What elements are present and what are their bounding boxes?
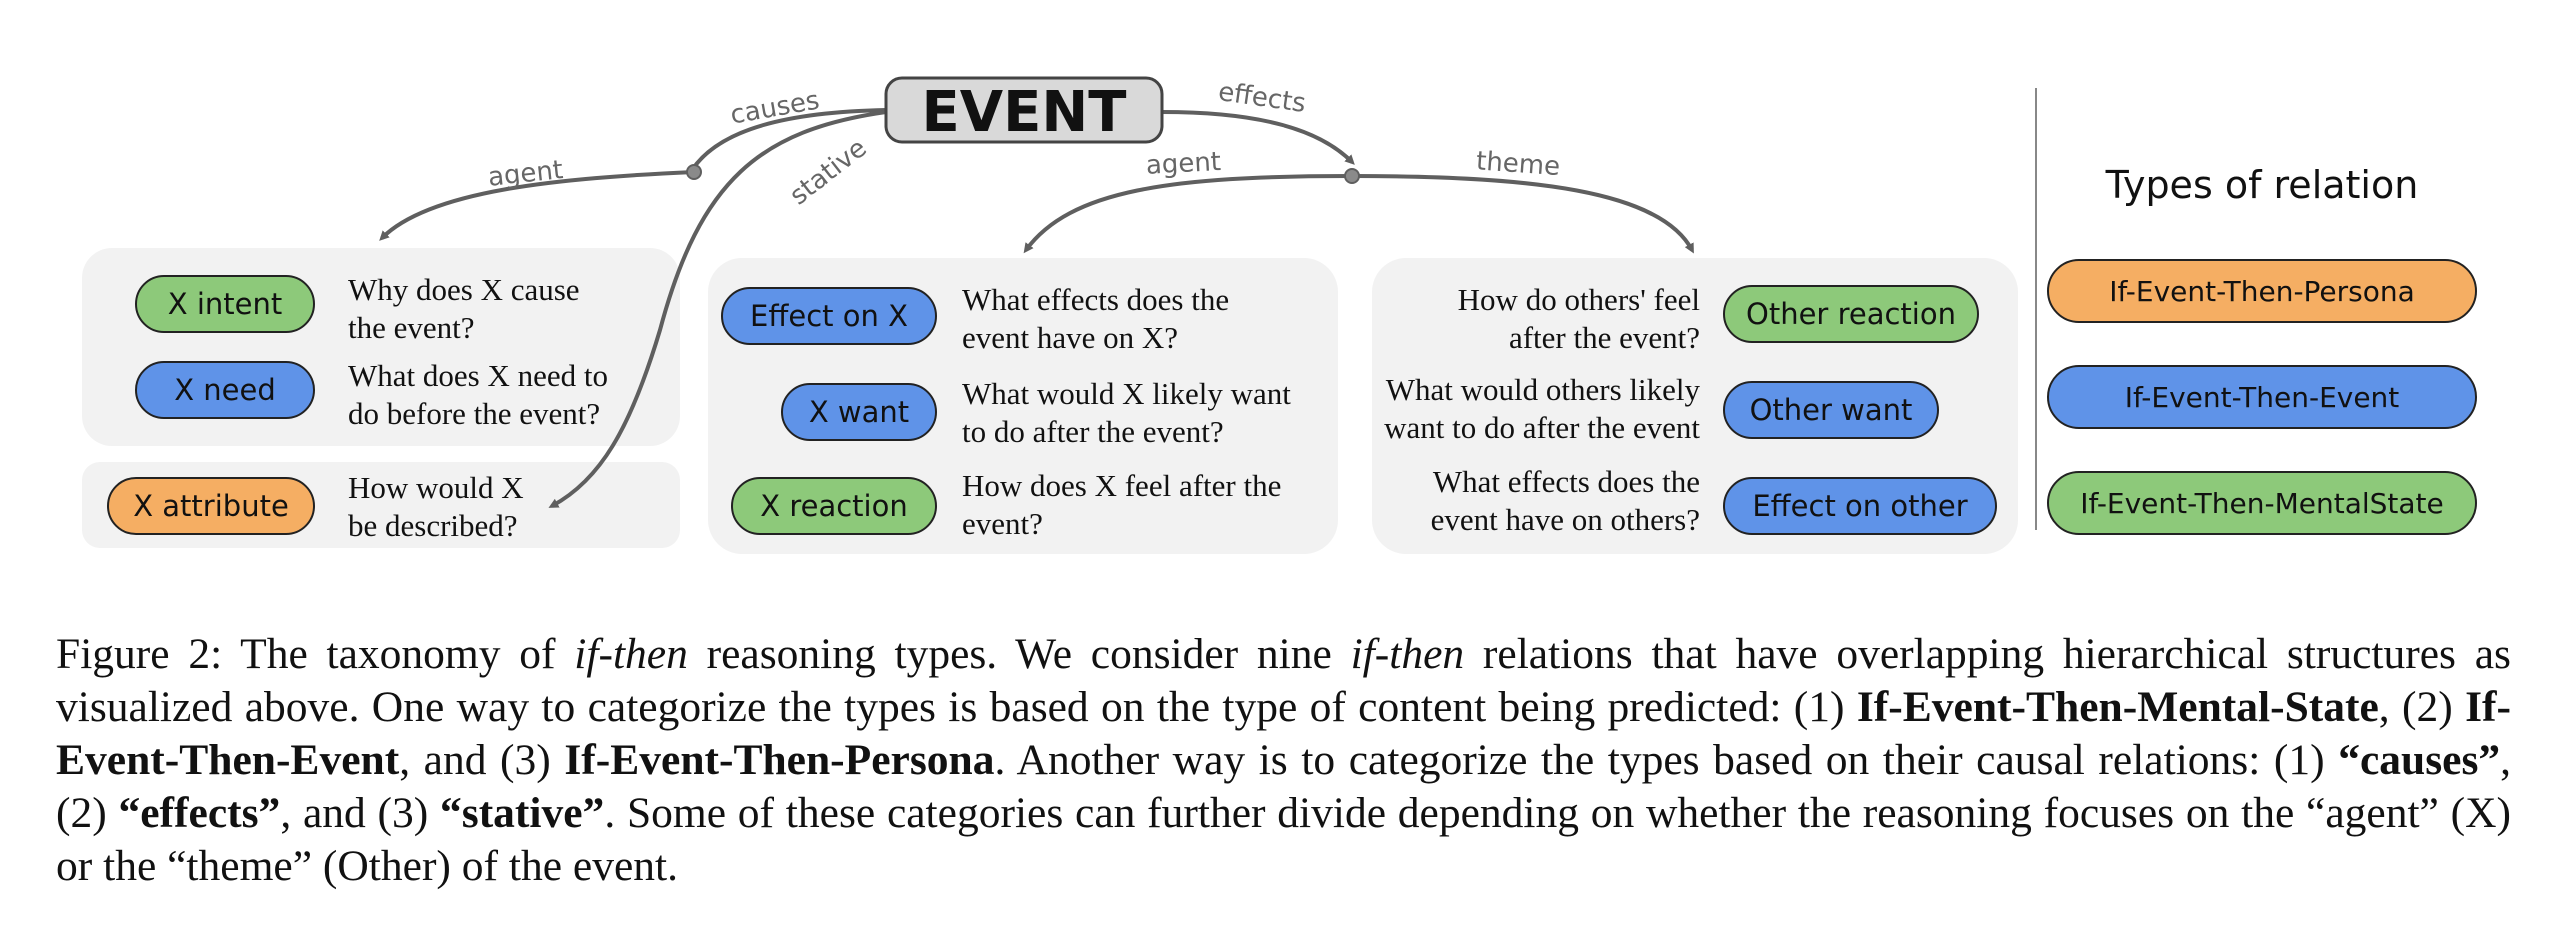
legend-event-label: If-Event-Then-Event (2125, 381, 2400, 414)
x-need-pill (135, 361, 315, 419)
x-intent-label: X intent (168, 287, 283, 321)
effects-arrow (1161, 110, 1355, 165)
legend-event-pill (2047, 365, 2477, 429)
arrows (379, 108, 1694, 508)
x-need-question-line1: What does X need to (348, 358, 608, 393)
relation-effect-on-x: Effect on X What effects does the event … (721, 282, 1229, 355)
x-attribute-label: X attribute (133, 489, 289, 523)
legend-mental-label: If-Event-Then-MentalState (2080, 487, 2444, 520)
legend-persona-label: If-Event-Then-Persona (2109, 275, 2415, 308)
x-want-pill (781, 383, 937, 441)
x-want-label: X want (809, 395, 909, 429)
legend-item-persona: If-Event-Then-Persona (2047, 259, 2477, 323)
caption-text: , and (3) (280, 789, 441, 837)
effect-on-x-question-line2: event have on X? (962, 320, 1178, 355)
relation-effect-on-other: Effect on other What effects does the ev… (1431, 464, 1997, 537)
effects-label: effects (1216, 77, 1307, 119)
caption-text: . Another way is to categorize the types… (994, 736, 2339, 784)
agent-mid-label: agent (1145, 147, 1222, 181)
other-want-question-line2: want to do after the event (1384, 410, 1700, 445)
caption-bold: “stative” (440, 789, 605, 837)
caption-text: , (2) (2378, 683, 2466, 731)
effect-on-other-question-line1: What effects does the (1433, 464, 1700, 499)
x-reaction-question-line2: event? (962, 506, 1043, 541)
x-intent-question-line1: Why does X cause (348, 272, 580, 307)
agent-left-label: agent (487, 155, 565, 193)
x-want-question-line2: to do after the event? (962, 414, 1224, 449)
event-box (884, 76, 1164, 144)
x-intent-pill (135, 275, 315, 333)
relation-x-need: X need What does X need to do before the… (135, 358, 608, 431)
stative-arrow (548, 110, 887, 508)
figure-caption: Figure 2: The taxonomy of if-then reason… (56, 628, 2511, 893)
caption-bold: “causes” (2338, 736, 2501, 784)
relation-x-attribute: X attribute How would X be described? (107, 470, 524, 543)
x-reaction-label: X reaction (760, 489, 907, 523)
caption-bold: If-Event-Then-Event (56, 683, 2511, 784)
caption-italic: if-then (1350, 630, 1465, 678)
caption-bold: If-Event-Then-Mental-State (1856, 683, 2379, 731)
legend-title: Types of relation (2105, 163, 2419, 207)
x-attribute-pill (107, 477, 315, 535)
legend-item-mental: If-Event-Then-MentalState (2047, 471, 2477, 535)
other-want-pill (1723, 381, 1939, 439)
caption-bold: If-Event-Then-Persona (564, 736, 995, 784)
effects-junction (1344, 168, 1360, 184)
causes-junction (686, 164, 702, 180)
caption-text: reasoning types. We consider nine (687, 630, 1351, 678)
caption-text: Figure 2: The taxonomy of (56, 630, 575, 678)
x-attribute-question-line1: How would X (348, 470, 524, 505)
caption-text: relations that have overlapping hierarch… (56, 630, 2511, 731)
x-want-question-line1: What would X likely want (962, 376, 1291, 411)
effect-on-other-question-line2: event have on others? (1431, 502, 1700, 537)
other-want-question-line1: What would others likely (1386, 372, 1701, 407)
effect-on-other-label: Effect on other (1752, 489, 1967, 523)
agent-left-arrow (379, 170, 695, 241)
other-reaction-label: Other reaction (1746, 297, 1956, 331)
effect-on-other-pill (1723, 477, 1997, 535)
event-label: EVENT (922, 80, 1127, 145)
x-need-label: X need (174, 373, 276, 407)
relation-other-want: Other want What would others likely want… (1384, 372, 1939, 445)
caption-italic: if-then (574, 630, 688, 678)
x-need-question-line2: do before the event? (348, 396, 600, 431)
caption-text: , (2) (56, 736, 2511, 837)
effect-on-x-question-line1: What effects does the (962, 282, 1229, 317)
legend-persona-pill (2047, 259, 2477, 323)
relation-other-reaction: Other reaction How do others' feel after… (1458, 282, 1979, 355)
relation-x-reaction: X reaction How does X feel after the eve… (731, 468, 1281, 541)
x-intent-question-line2: the event? (348, 310, 475, 345)
effect-on-x-label: Effect on X (750, 299, 908, 333)
x-reaction-question-line1: How does X feel after the (962, 468, 1281, 503)
legend-mental-pill (2047, 471, 2477, 535)
relation-x-want: X want What would X likely want to do af… (781, 376, 1291, 449)
other-reaction-question-line1: How do others' feel (1458, 282, 1700, 317)
relation-x-intent: X intent Why does X cause the event? (135, 272, 580, 345)
x-attribute-question-line2: be described? (348, 508, 518, 543)
caption-text: , and (3) (399, 736, 565, 784)
stative-label: stative (784, 133, 872, 211)
legend-item-event: If-Event-Then-Event (2047, 365, 2477, 429)
x-reaction-pill (731, 477, 937, 535)
caption-text: . Some of these categories can further d… (56, 789, 2511, 890)
other-want-label: Other want (1750, 393, 1913, 427)
other-reaction-question-line2: after the event? (1509, 320, 1700, 355)
agent-mid-arrow (1023, 174, 1353, 254)
theme-arrow (1351, 174, 1694, 254)
effect-on-x-pill (721, 287, 937, 345)
other-reaction-pill (1723, 285, 1979, 343)
theme-label: theme (1475, 146, 1561, 182)
causes-arrow (690, 108, 887, 172)
caption-bold: “effects” (118, 789, 281, 837)
